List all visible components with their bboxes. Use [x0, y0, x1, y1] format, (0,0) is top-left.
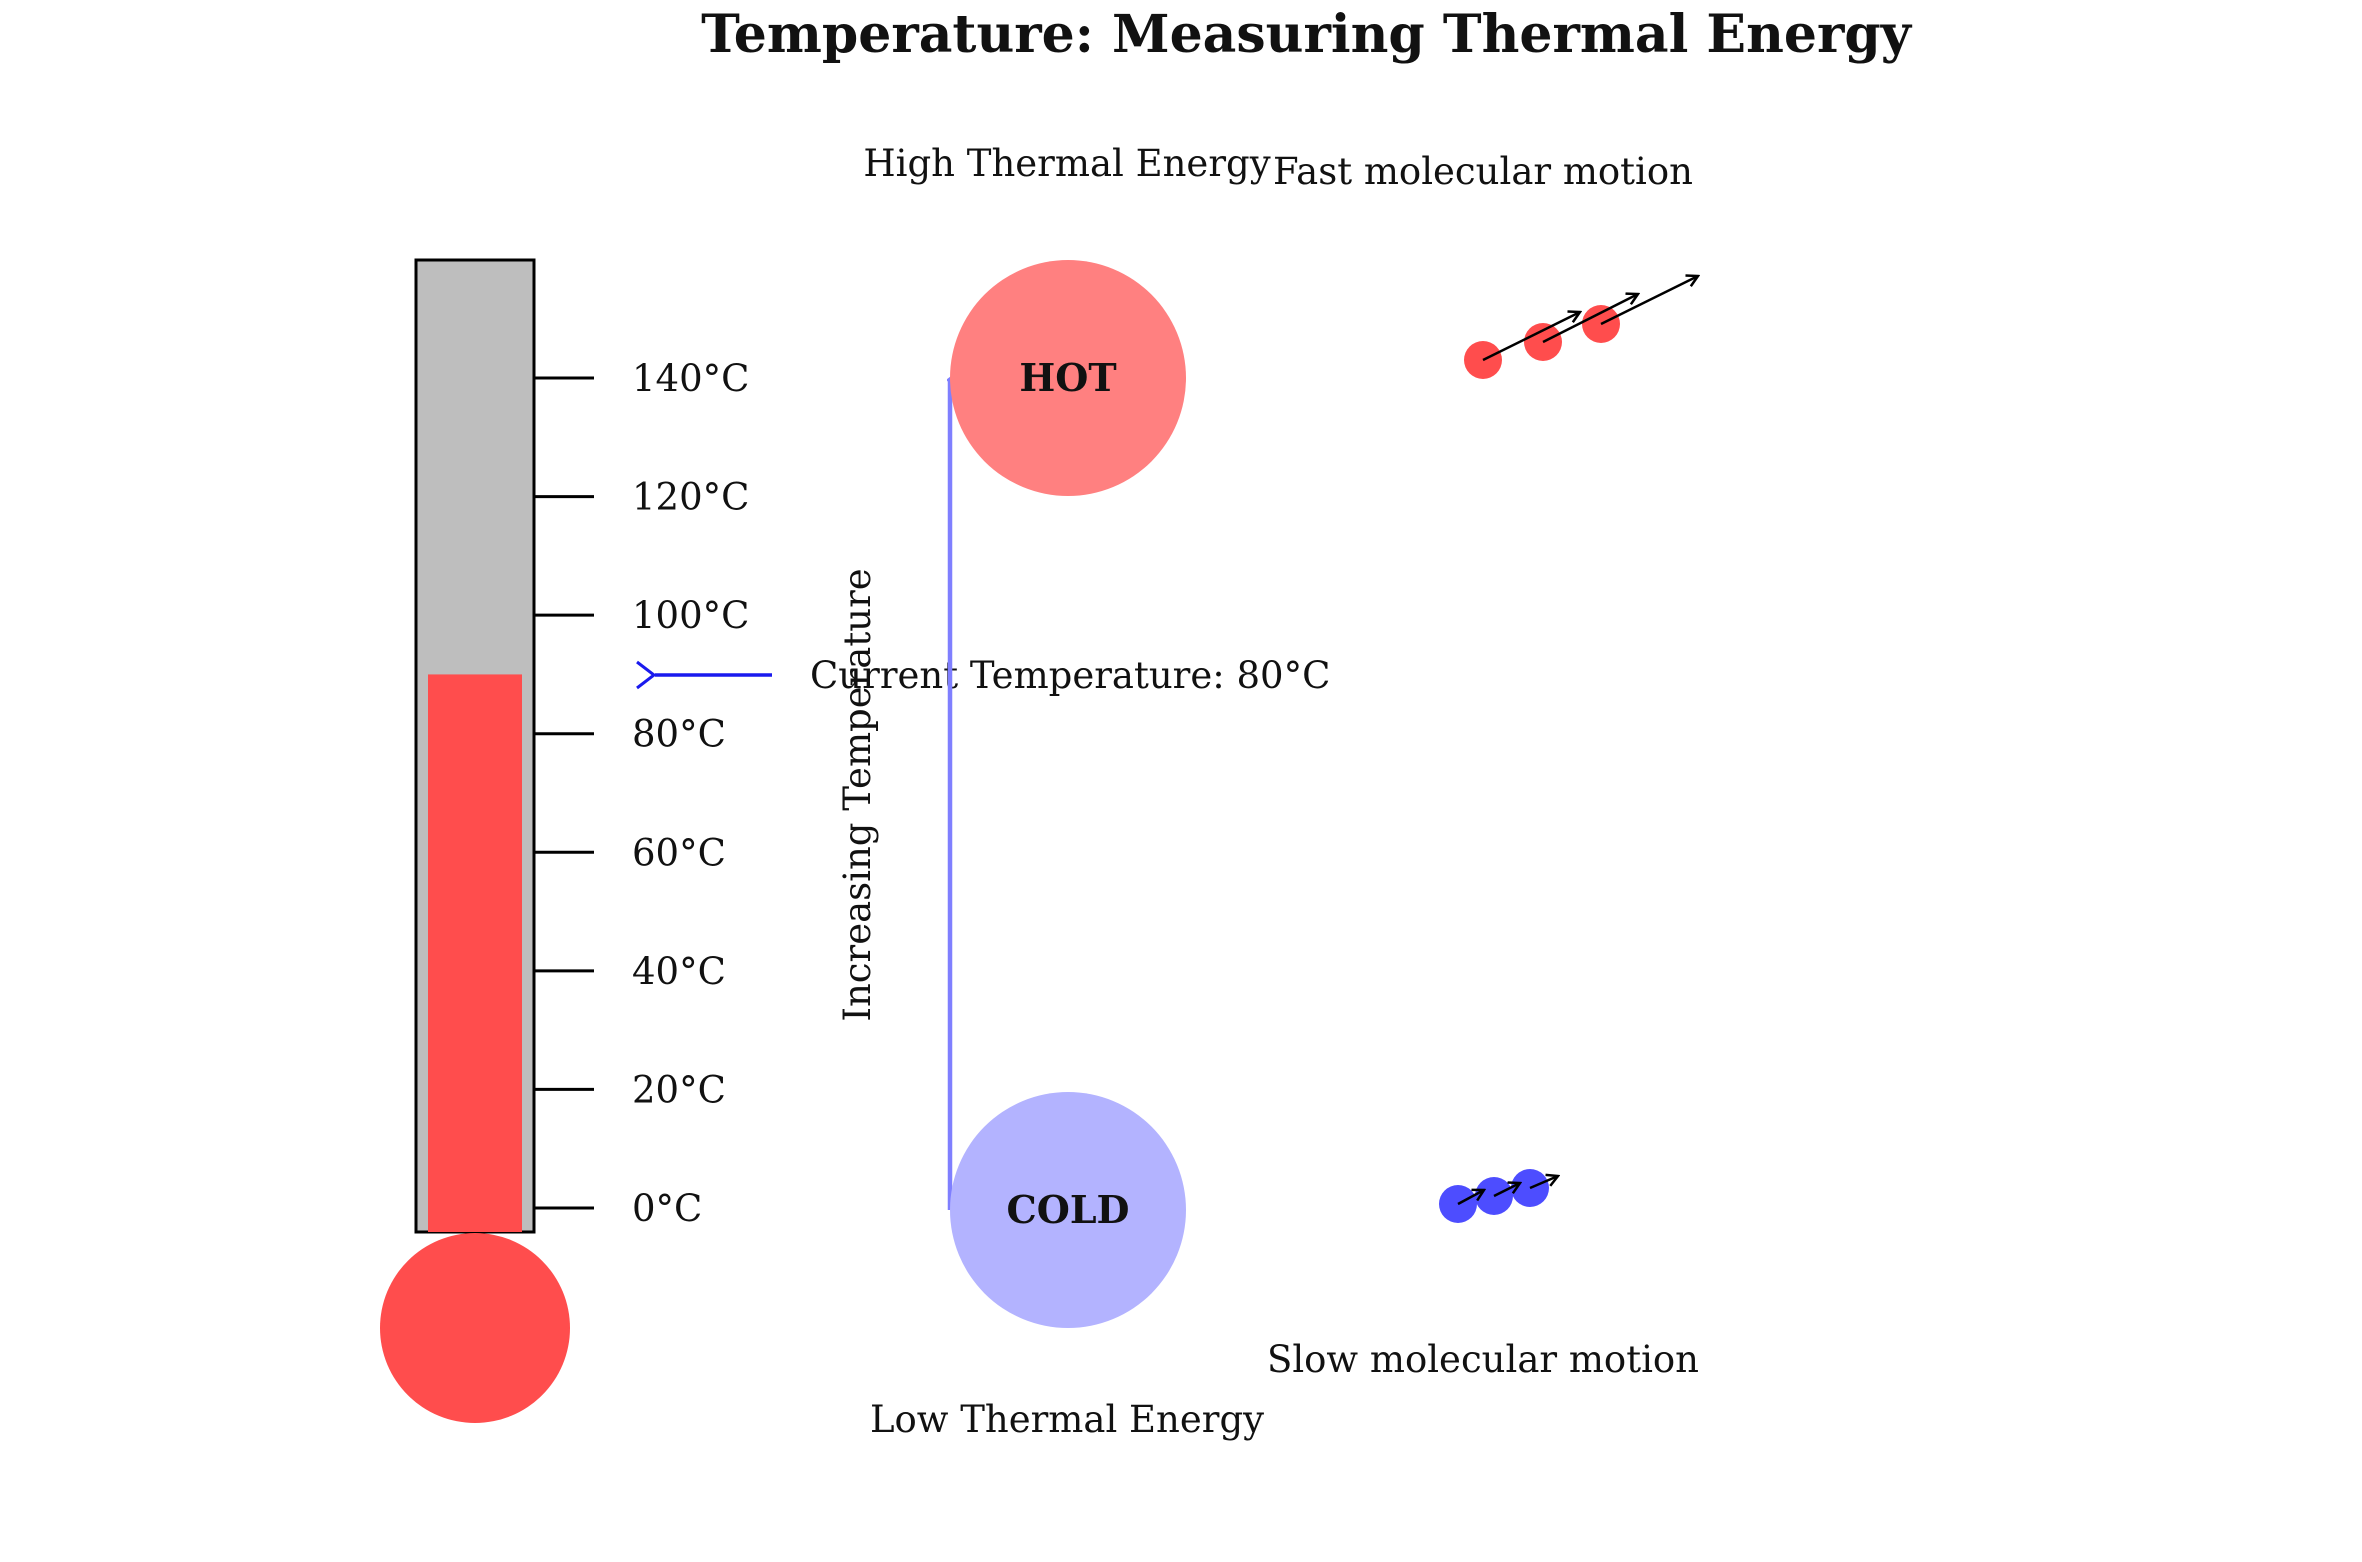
- slow-motion-arrow: [1529, 1176, 1558, 1190]
- thermometer-mercury: [428, 674, 522, 1232]
- hot-circle: [950, 260, 1186, 496]
- cold-state: COLD Low Thermal Energy: [870, 1092, 1264, 1441]
- slow-molecular-motion-caption: Slow molecular motion: [1267, 1338, 1699, 1381]
- increasing-temperature-label: Increasing Temperature: [836, 568, 879, 1021]
- slow-motion-arrow: [1493, 1183, 1520, 1198]
- fast-motion-arrow: [1600, 276, 1698, 326]
- increasing-temperature-arrow: Increasing Temperature: [836, 380, 950, 1210]
- cold-circle: [950, 1092, 1186, 1328]
- fast-molecules: Fast molecular motion: [1273, 150, 1698, 379]
- thermometer-tick-label: 120°C: [632, 476, 749, 519]
- current-temperature-indicator: Current Temperature: 80°C: [636, 654, 1330, 697]
- low-thermal-energy-caption: Low Thermal Energy: [870, 1398, 1264, 1441]
- slow-molecules: Slow molecular motion: [1267, 1169, 1699, 1381]
- hot-state: High Thermal Energy HOT: [863, 142, 1271, 496]
- thermometer-tick-label: 80°C: [632, 713, 726, 756]
- thermometer-tick-label: 40°C: [632, 950, 726, 993]
- fast-molecular-motion-caption: Fast molecular motion: [1273, 150, 1693, 193]
- thermometer: 0°C 20°C 40°C 60°C 80°C 100°C 120°C 140°C: [380, 258, 749, 1423]
- thermometer-tick-label: 100°C: [632, 594, 749, 637]
- hot-label: HOT: [1019, 355, 1116, 400]
- thermometer-scale: 0°C 20°C 40°C 60°C 80°C 100°C 120°C 140°C: [534, 357, 749, 1230]
- thermometer-tick-label: 60°C: [632, 831, 726, 874]
- thermometer-tick-label: 0°C: [632, 1187, 702, 1230]
- thermometer-bulb: [380, 1233, 570, 1423]
- fast-motion-arrow: [1542, 294, 1638, 344]
- slow-motion-arrow: [1457, 1190, 1484, 1206]
- fast-motion-arrow: [1482, 312, 1580, 362]
- thermometer-tick-label: 20°C: [632, 1068, 726, 1111]
- thermometer-tick-label: 140°C: [632, 357, 749, 400]
- page-title: Temperature: Measuring Thermal Energy: [701, 4, 1913, 65]
- current-temperature-label: Current Temperature: 80°C: [810, 654, 1330, 697]
- high-thermal-energy-caption: High Thermal Energy: [863, 142, 1270, 185]
- cold-label: COLD: [1006, 1187, 1129, 1232]
